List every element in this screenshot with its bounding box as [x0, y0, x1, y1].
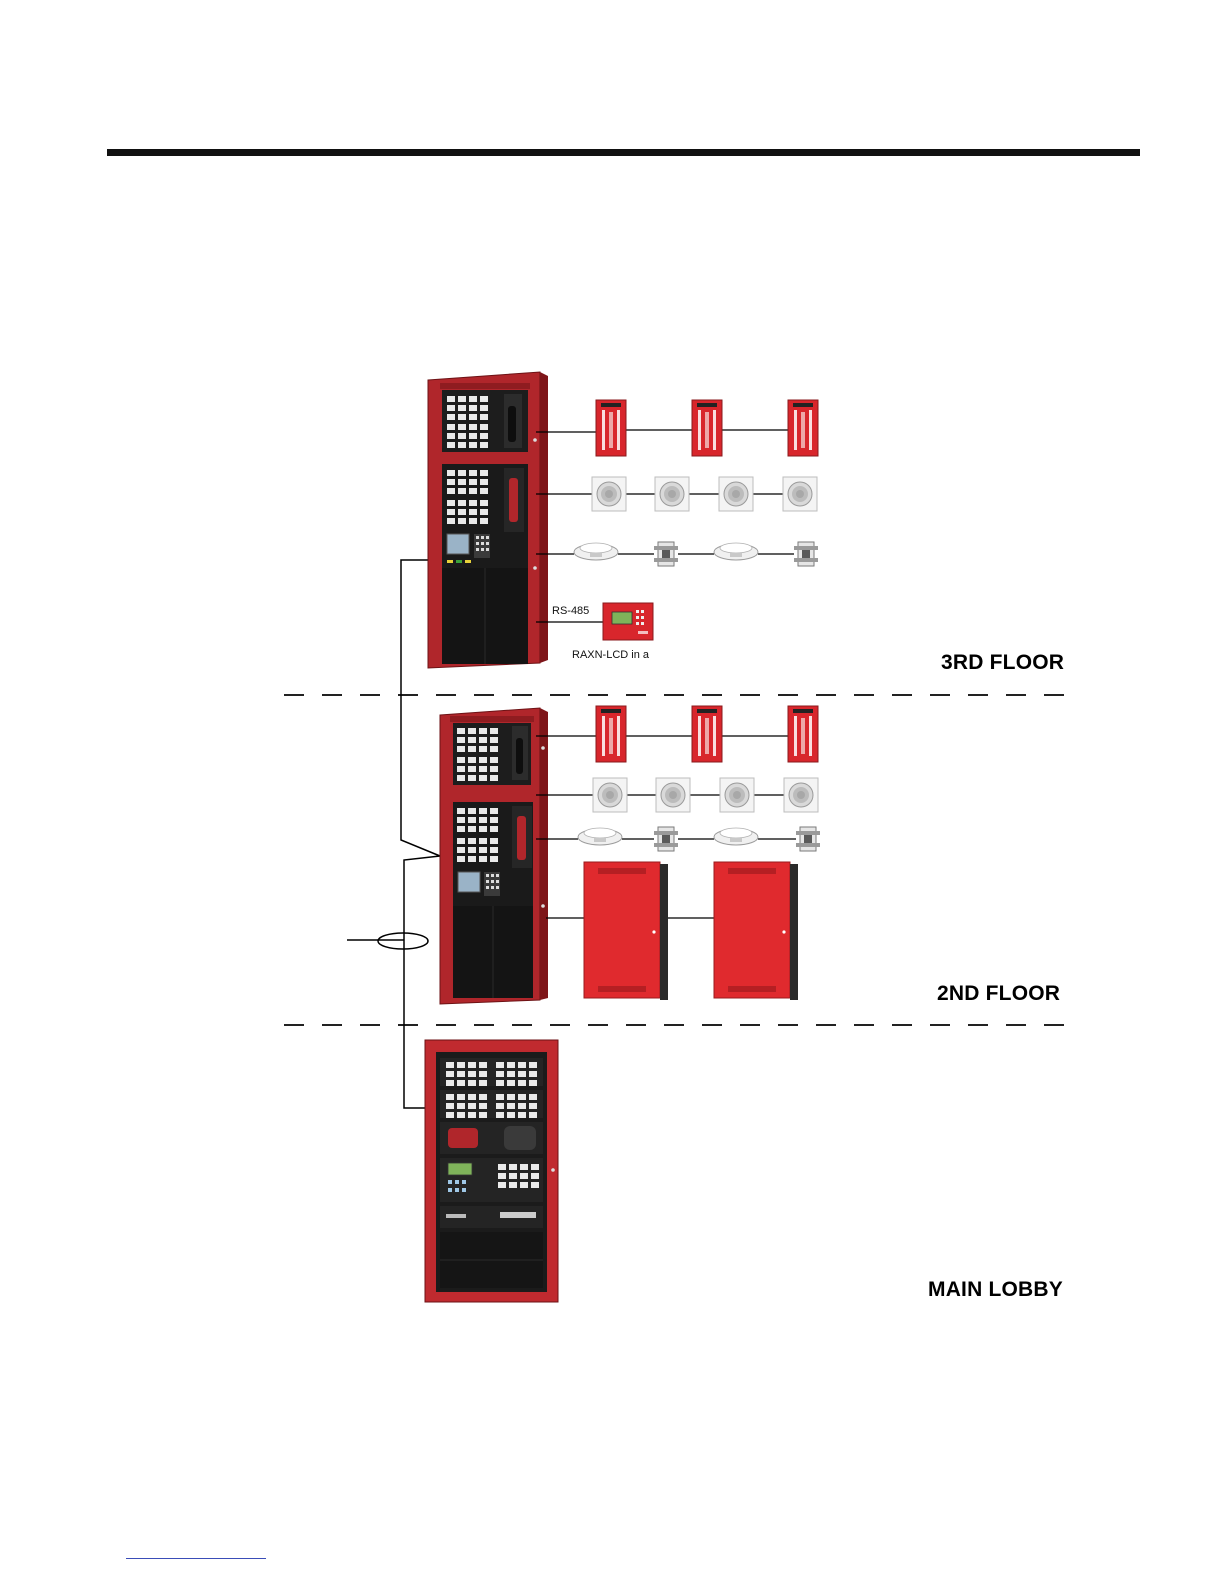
header-rule [107, 149, 1140, 156]
floor-label-2nd: 2ND FLOOR [937, 982, 1060, 1006]
main-lobby-panel [425, 1040, 558, 1302]
firefighter-phones-2nd-floor [536, 706, 818, 762]
speakers-3rd-floor [536, 477, 817, 511]
footer-rule [126, 1558, 266, 1559]
slc-devices-2nd-floor [536, 827, 820, 851]
raxn-lcd-label: RAXN-LCD in a [572, 649, 649, 661]
amplifier-cabinets-2nd-floor [546, 862, 798, 1000]
node-panel-2nd-floor [440, 708, 548, 1004]
firefighter-phones-3rd-floor [536, 400, 818, 456]
rs485-label: RS-485 [552, 605, 589, 617]
speakers-2nd-floor [536, 778, 818, 812]
slc-devices-3rd-floor [536, 542, 818, 566]
floor-label-3rd: 3RD FLOOR [941, 651, 1064, 675]
node-panel-3rd-floor [428, 372, 548, 668]
floor-label-main-lobby: MAIN LOBBY [928, 1278, 1063, 1302]
